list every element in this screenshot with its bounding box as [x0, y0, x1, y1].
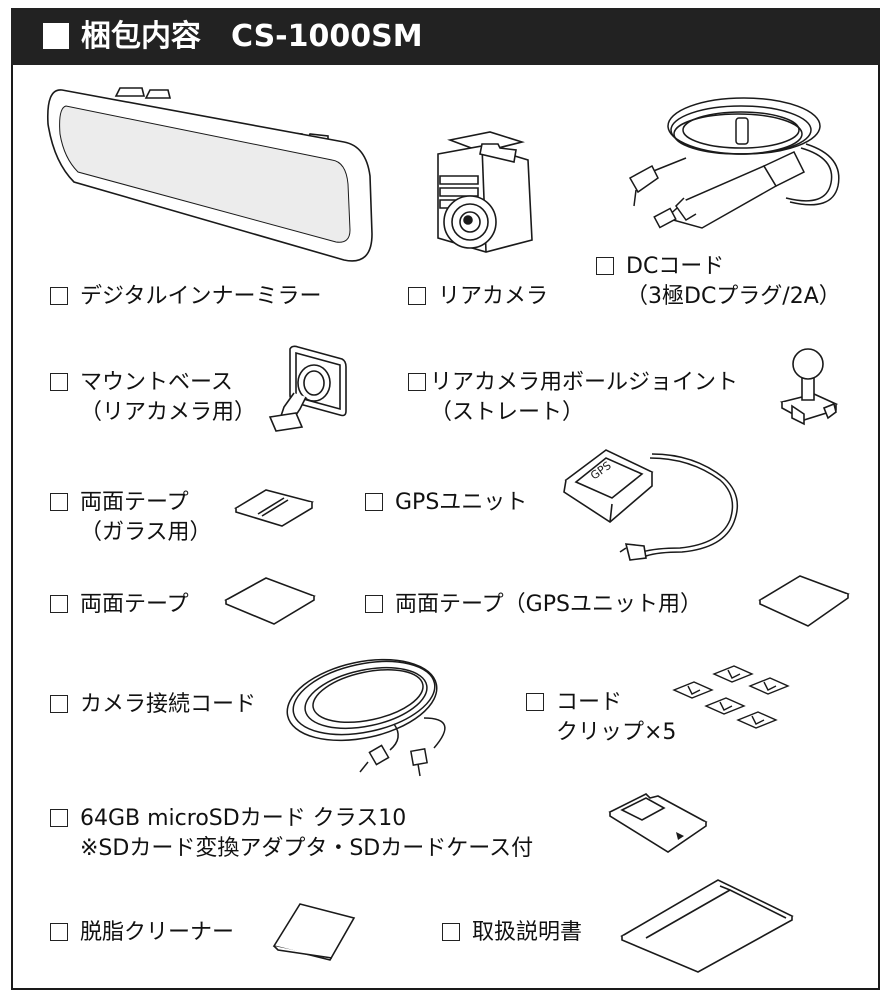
manual-illustration: [618, 876, 796, 972]
sd-card-illustration: [606, 788, 710, 854]
checkbox-icon[interactable]: [50, 595, 68, 613]
item-tape: 両面テープ: [50, 590, 189, 620]
cord-clip-illustration: [668, 664, 798, 732]
checkbox-icon[interactable]: [408, 373, 426, 391]
item-tape-gps: 両面テープ（GPSユニット用）: [365, 590, 702, 620]
checkbox-icon[interactable]: [50, 923, 68, 941]
tape-glass-illustration: [232, 486, 316, 532]
mirror-illustration: [44, 84, 376, 269]
checkbox-icon[interactable]: [408, 287, 426, 305]
item-gps-unit: GPSユニット: [365, 488, 527, 518]
item-cord-clip: コード クリップ×5: [526, 688, 676, 748]
item-dc-cord: DCコード （3極DCプラグ/2A）: [596, 252, 841, 312]
ball-joint-illustration: [778, 346, 840, 428]
dc-cord-illustration: [626, 88, 852, 238]
page-title: 梱包内容 CS-1000SM: [81, 19, 423, 54]
checkbox-icon[interactable]: [50, 809, 68, 827]
square-bullet-icon: [43, 23, 69, 49]
item-cleaner: 脱脂クリーナー: [50, 918, 234, 948]
tape-illustration: [222, 574, 318, 626]
checkbox-icon[interactable]: [596, 257, 614, 275]
camera-cord-illustration: [284, 654, 464, 778]
checkbox-icon[interactable]: [365, 595, 383, 613]
mount-base-illustration: [266, 343, 350, 433]
item-ball-joint: リアカメラ用ボールジョイント （ストレート）: [408, 368, 738, 428]
checkbox-icon[interactable]: [50, 287, 68, 305]
rear-camera-illustration: [430, 128, 540, 256]
item-rear-camera: リアカメラ: [408, 282, 548, 312]
checkbox-icon[interactable]: [50, 695, 68, 713]
checkbox-icon[interactable]: [50, 373, 68, 391]
checkbox-icon[interactable]: [365, 493, 383, 511]
checkbox-icon[interactable]: [526, 693, 544, 711]
checkbox-icon[interactable]: [442, 923, 460, 941]
item-manual: 取扱説明書: [442, 918, 582, 948]
item-tape-glass: 両面テープ （ガラス用）: [50, 488, 212, 548]
cleaner-illustration: [270, 900, 358, 962]
checkbox-icon[interactable]: [50, 493, 68, 511]
item-mirror: デジタルインナーミラー: [50, 282, 322, 312]
item-camera-cord: カメラ接続コード: [50, 690, 256, 720]
item-mount-base: マウントベース （リアカメラ用）: [50, 368, 256, 428]
tape-gps-illustration: [756, 572, 852, 630]
gps-unit-illustration: GPS: [560, 440, 744, 566]
header-bar: 梱包内容 CS-1000SM: [11, 8, 880, 65]
item-sd-card: 64GB microSDカード クラス10 ※SDカード変換アダプタ・SDカード…: [50, 804, 533, 864]
